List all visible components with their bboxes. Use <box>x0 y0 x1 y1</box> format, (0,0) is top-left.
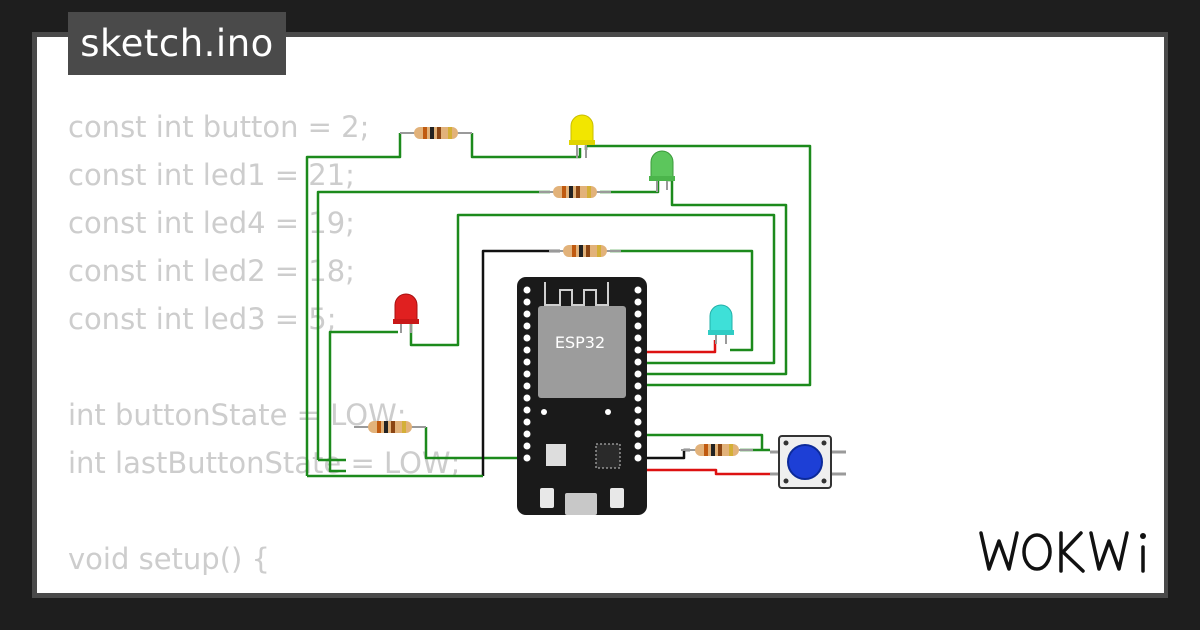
pushbutton <box>770 435 846 489</box>
pin-holes <box>523 286 642 462</box>
code-line: const int led1 = 21; <box>68 158 355 192</box>
resistor <box>538 185 612 199</box>
esp32-board: ESP32 <box>517 277 647 515</box>
resistor <box>548 244 622 258</box>
wire <box>481 249 560 476</box>
led-yellow <box>569 114 595 158</box>
led-cyan <box>708 304 734 344</box>
wire <box>646 448 690 460</box>
code-line: const int led3 = 5; <box>68 302 337 336</box>
code-line: const int led4 = 19; <box>68 206 355 240</box>
wire <box>305 133 402 476</box>
wire <box>646 468 770 476</box>
wire <box>470 133 582 159</box>
wire <box>646 340 717 354</box>
code-line: void setup() { <box>68 542 270 576</box>
code-preview: const int button = 2; const int led1 = 21… <box>68 103 460 593</box>
wire <box>316 190 550 460</box>
code-line: Serial.begin(115200); <box>68 583 460 593</box>
wire <box>424 427 528 460</box>
led-red <box>393 293 419 333</box>
code-line: int lastButtonState = LOW; <box>68 446 461 480</box>
wire <box>646 433 764 450</box>
file-name-tab: sketch.ino <box>68 12 286 75</box>
led-green <box>649 150 675 192</box>
resistor <box>353 420 427 434</box>
wire <box>600 180 660 194</box>
resistor <box>399 126 473 140</box>
chip-label: ESP32 <box>555 333 605 352</box>
code-line: const int button = 2; <box>68 110 370 144</box>
wire <box>409 213 776 365</box>
wire <box>610 249 754 352</box>
wire <box>328 330 398 473</box>
code-line: const int led2 = 18; <box>68 254 355 288</box>
wokwi-logo <box>979 531 1146 573</box>
resistor <box>680 443 754 457</box>
